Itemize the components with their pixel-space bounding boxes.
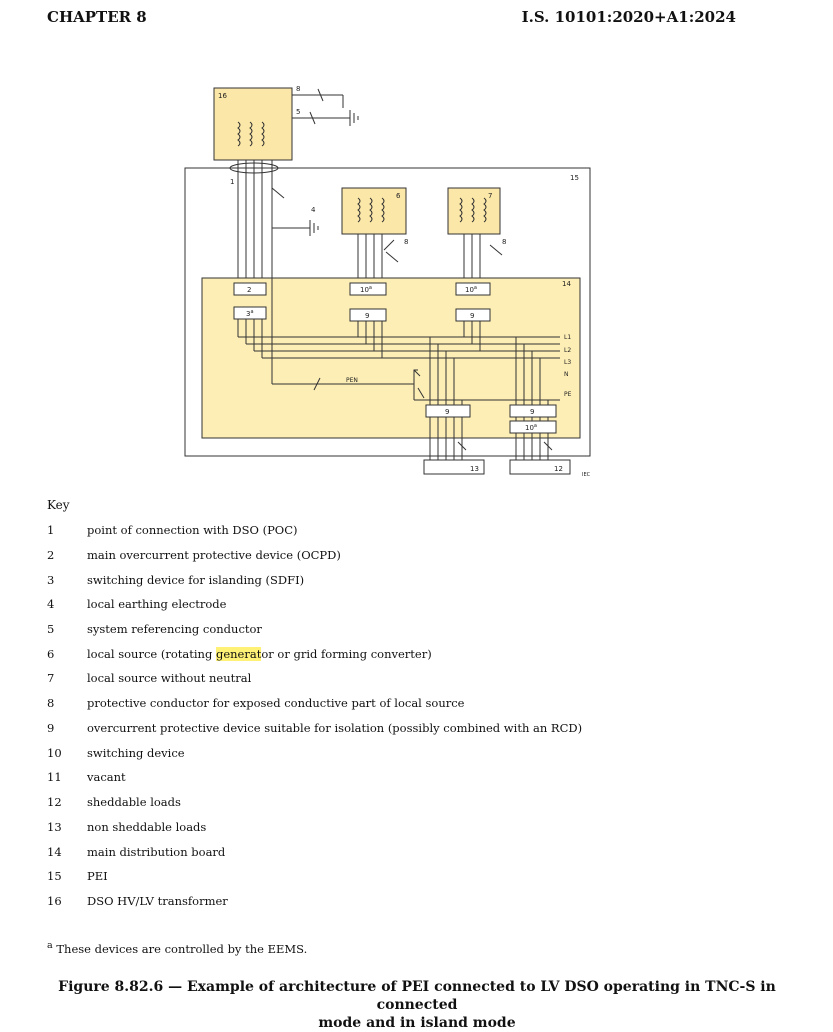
label-l3: L3 [564, 359, 571, 366]
standard-reference: I.S. 10101:2020+A1:2024 [521, 8, 736, 26]
transformer-box [213, 87, 293, 161]
label-8-source6: 8 [404, 238, 408, 246]
earth-icon-top [349, 110, 359, 126]
label-l2: L2 [564, 347, 571, 354]
architecture-diagram: 16 8 5 1 15 4 6 7 8 8 14 2 3a 10a 9 10a … [184, 85, 591, 478]
footnote: a These devices are controlled by the EE… [47, 940, 308, 956]
label-2: 2 [247, 286, 251, 294]
label-10-load12: 10a [525, 423, 537, 432]
sdfi-box [233, 306, 267, 320]
source-7-box [447, 187, 501, 235]
source-7-coil-icon [459, 197, 487, 223]
pei-box [184, 167, 591, 457]
chapter-heading: CHAPTER 8 [47, 8, 147, 26]
caption-line-1: Figure 8.82.6 — Example of architecture … [58, 979, 776, 1013]
label-10-source7: 10a [465, 285, 477, 294]
label-pen: PEN [346, 377, 358, 384]
earth-icon-local [309, 220, 319, 236]
load-13-box [423, 459, 485, 475]
ocpd-9-source7 [455, 308, 491, 322]
label-8-top: 8 [296, 85, 300, 93]
source-6-box [341, 187, 407, 235]
label-13: 13 [470, 465, 479, 473]
label-9-load12: 9 [530, 408, 534, 416]
source-6-coil-icon [357, 197, 385, 223]
label-1: 1 [230, 178, 234, 186]
key-title: Key [47, 498, 70, 512]
load-12-box [509, 459, 571, 475]
label-8-source7: 8 [502, 238, 506, 246]
label-iec: IEC [582, 472, 591, 478]
label-9-source7: 9 [470, 312, 474, 320]
switch-10-source7 [455, 282, 491, 296]
caption-line-2: mode and in island mode [318, 1015, 516, 1031]
label-6: 6 [396, 192, 401, 200]
label-12: 12 [554, 465, 563, 473]
ocpd-9-load13 [425, 404, 471, 418]
label-3: 3a [246, 309, 254, 318]
label-n: N [564, 371, 569, 378]
label-16: 16 [218, 92, 227, 100]
label-10-source6: 10a [360, 285, 372, 294]
switch-10-load12 [509, 420, 557, 434]
label-pe: PE [564, 391, 572, 398]
label-9-source6: 9 [365, 312, 369, 320]
ocpd-9-load12 [509, 404, 557, 418]
label-9-load13: 9 [445, 408, 449, 416]
label-7: 7 [488, 192, 492, 200]
transformer-coil-icon [237, 121, 265, 147]
ocpd-9-source6 [349, 308, 387, 322]
switch-10-source6 [349, 282, 387, 296]
label-14: 14 [562, 280, 571, 288]
label-4: 4 [311, 206, 316, 214]
search-highlight: generat [215, 647, 262, 661]
label-5: 5 [296, 108, 300, 116]
label-l1: L1 [564, 334, 571, 341]
ocpd-box [233, 282, 267, 296]
label-15: 15 [570, 174, 579, 182]
